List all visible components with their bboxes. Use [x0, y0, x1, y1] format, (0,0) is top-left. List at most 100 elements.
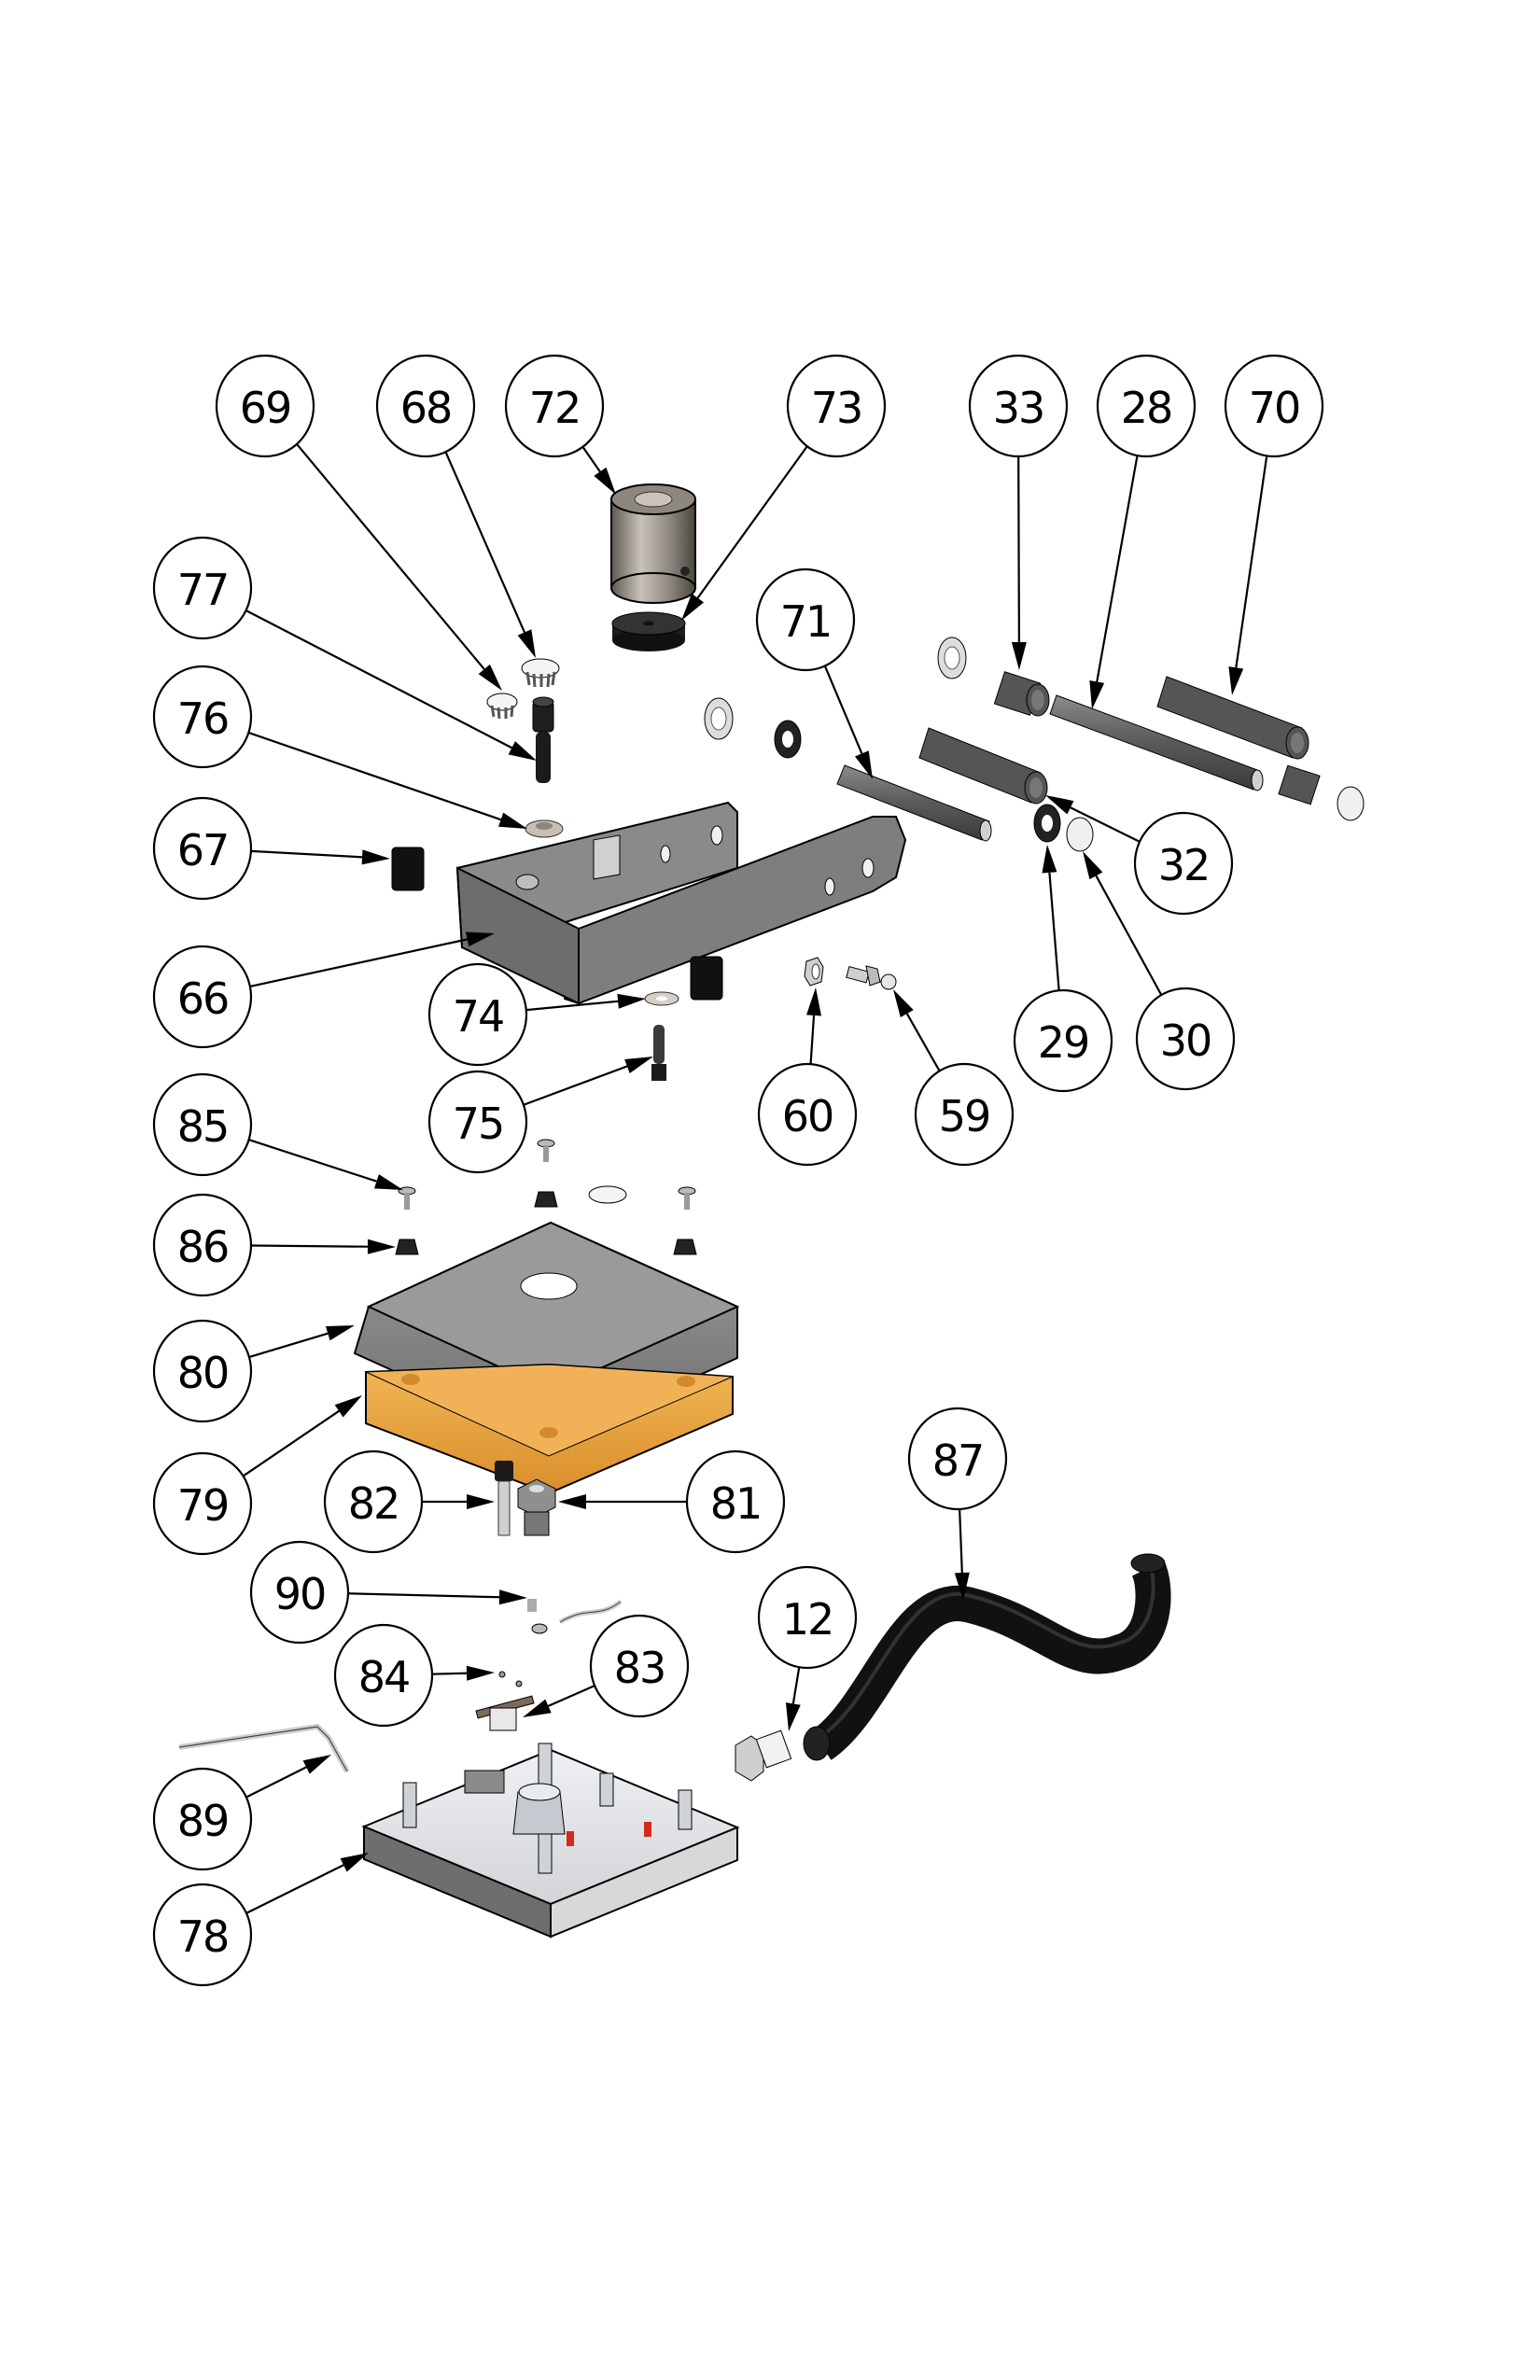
callout-balloon-30[interactable]: 30 — [1135, 987, 1236, 1091]
callout-balloon-71[interactable]: 71 — [755, 567, 856, 672]
callout-number: 33 — [993, 383, 1044, 433]
callout-balloon-32[interactable]: 32 — [1133, 811, 1234, 916]
arrowhead-icon — [1011, 641, 1027, 670]
callout-number: 71 — [780, 596, 832, 647]
part-frame-arm — [455, 801, 907, 1005]
callout-number: 60 — [782, 1091, 833, 1141]
callout-balloon-33[interactable]: 33 — [968, 354, 1069, 458]
balloon-circle — [152, 1451, 253, 1556]
balloon-circle — [685, 1449, 786, 1554]
leader-lines-layer — [242, 442, 1268, 1914]
balloon-circle — [375, 354, 476, 458]
callout-balloon-59[interactable]: 59 — [914, 1062, 1015, 1167]
callout-balloon-70[interactable]: 70 — [1224, 354, 1324, 458]
arrowhead-icon — [508, 741, 537, 761]
balloon-circle — [968, 354, 1069, 458]
arrowhead-icon — [1045, 795, 1074, 815]
callout-balloon-72[interactable]: 72 — [504, 354, 605, 458]
callout-balloon-90[interactable]: 90 — [249, 1540, 350, 1645]
arrowhead-icon — [1042, 845, 1057, 874]
callout-balloon-12[interactable]: 12 — [757, 1565, 858, 1670]
arrowhead-icon — [954, 1572, 970, 1601]
leader-line-66 — [249, 938, 468, 988]
leader-line-69 — [295, 442, 485, 670]
balloon-circle — [1135, 987, 1236, 1091]
part-ground-wire — [527, 1599, 623, 1634]
balloon-circle — [152, 945, 253, 1049]
arrowhead-icon — [478, 664, 502, 691]
arrowhead-icon — [340, 1853, 369, 1872]
callout-balloon-78[interactable]: 78 — [152, 1883, 253, 1987]
part-star-washer — [704, 637, 967, 740]
callout-balloon-85[interactable]: 85 — [152, 1072, 253, 1177]
callout-number: 79 — [177, 1480, 229, 1531]
part-foam-pad — [365, 1363, 734, 1495]
arrowhead-icon — [1089, 680, 1105, 709]
balloon-circle — [427, 1070, 528, 1174]
callout-number: 83 — [614, 1643, 665, 1693]
balloon-circle — [152, 536, 253, 640]
balloon-circle — [757, 1565, 858, 1670]
callout-balloon-82[interactable]: 82 — [323, 1449, 424, 1554]
balloon-circle — [152, 665, 253, 769]
balloon-circle — [152, 1767, 253, 1871]
part-hex-nut — [804, 957, 824, 987]
callout-balloon-87[interactable]: 87 — [907, 1407, 1008, 1511]
arrowhead-icon — [517, 629, 536, 658]
callout-balloon-73[interactable]: 73 — [786, 354, 887, 458]
callout-balloon-81[interactable]: 81 — [685, 1449, 786, 1554]
balloon-circle — [152, 1072, 253, 1177]
part-rubber-grommet — [395, 1185, 697, 1255]
balloon-circle — [1133, 811, 1234, 916]
leader-line-30 — [1095, 875, 1164, 997]
callout-number: 75 — [453, 1099, 504, 1149]
callout-number: 32 — [1158, 840, 1210, 890]
leader-line-83 — [548, 1684, 595, 1707]
callout-balloon-74[interactable]: 74 — [427, 962, 528, 1067]
parts-layer — [178, 483, 1365, 1939]
arrowhead-icon — [893, 989, 914, 1018]
callout-balloon-68[interactable]: 68 — [375, 354, 476, 458]
callout-balloon-60[interactable]: 60 — [757, 1062, 858, 1167]
leader-line-75 — [523, 1065, 628, 1106]
callout-number: 87 — [932, 1435, 984, 1486]
callout-balloon-28[interactable]: 28 — [1096, 354, 1197, 458]
callout-balloon-86[interactable]: 86 — [152, 1193, 253, 1297]
arrowhead-icon — [1228, 666, 1244, 695]
leader-line-60 — [809, 1015, 816, 1067]
callout-balloon-75[interactable]: 75 — [427, 1070, 528, 1174]
part-thermostat — [475, 1695, 535, 1731]
callout-balloon-67[interactable]: 67 — [152, 796, 253, 901]
arrowhead-icon — [466, 1665, 495, 1681]
callout-balloon-84[interactable]: 84 — [333, 1623, 434, 1728]
arrowhead-icon — [806, 987, 822, 1016]
leader-line-74 — [525, 1000, 619, 1012]
balloon-circle — [755, 567, 856, 672]
balloon-circle — [152, 1193, 253, 1297]
arrowhead-icon — [498, 1589, 527, 1605]
callout-balloon-77[interactable]: 77 — [152, 536, 253, 640]
callout-balloon-69[interactable]: 69 — [215, 354, 315, 458]
callout-balloon-80[interactable]: 80 — [152, 1319, 253, 1423]
callout-balloon-66[interactable]: 66 — [152, 945, 253, 1049]
callout-number: 69 — [240, 383, 291, 433]
arrowhead-icon — [624, 1057, 653, 1073]
part-square-end-cap — [391, 847, 723, 1001]
leader-line-84 — [431, 1672, 468, 1675]
callout-balloon-29[interactable]: 29 — [1013, 988, 1113, 1093]
part-shaft — [836, 764, 992, 842]
leader-line-89 — [245, 1766, 307, 1799]
leader-line-73 — [696, 444, 809, 599]
callout-number: 77 — [177, 565, 229, 615]
arrowhead-icon — [498, 812, 527, 829]
callout-balloon-79[interactable]: 79 — [152, 1451, 253, 1556]
arrowhead-icon — [367, 1239, 396, 1254]
callout-balloon-89[interactable]: 89 — [152, 1767, 253, 1871]
callout-balloon-76[interactable]: 76 — [152, 665, 253, 769]
callout-number: 68 — [400, 383, 452, 433]
callout-balloon-83[interactable]: 83 — [589, 1614, 690, 1718]
part-cylinder-weight — [610, 483, 696, 604]
callout-number: 70 — [1249, 383, 1300, 433]
part-flat-washer — [644, 991, 679, 1006]
